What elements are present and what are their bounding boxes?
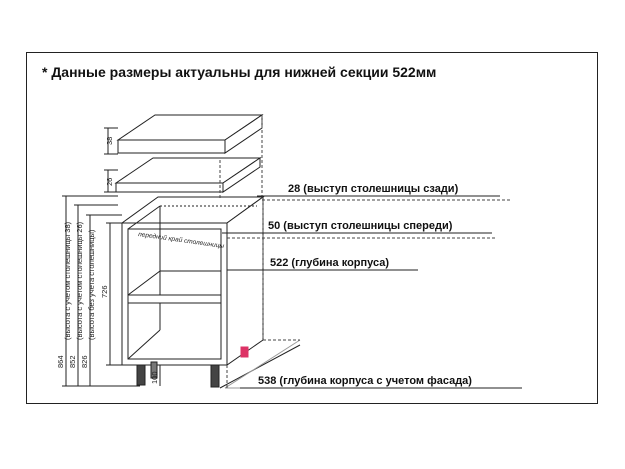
dim-726-label: 726 — [100, 285, 109, 298]
dim-26-label: 26 — [105, 178, 114, 186]
dim-back-overhang-label: 28 (выступ столешницы сзади) — [288, 183, 459, 195]
dim-864-label: 864 — [56, 355, 65, 368]
note-title: * Данные размеры актуальны для нижней се… — [42, 64, 437, 80]
dim-826-label: 826 — [80, 355, 89, 368]
dim-body-depth-label: 522 (глубина корпуса) — [270, 257, 389, 269]
dim-front-overhang-label: 50 (выступ столешницы спереди) — [268, 220, 453, 232]
countertop-38 — [116, 114, 264, 154]
dim-100-label: 100 — [150, 371, 159, 384]
diagram-frame — [26, 52, 598, 404]
dim-864-note: (высота с учетом столешницы 38) — [63, 221, 72, 340]
dim-852-label: 852 — [68, 355, 77, 368]
dim-38-label: 38 — [105, 137, 114, 145]
countertop-26 — [114, 157, 262, 193]
dim-826-note: (высота без учета столешницы) — [87, 229, 96, 340]
dim-852-note: (высота с учетом столешницы 26) — [75, 221, 84, 340]
cabinet-body — [120, 196, 265, 388]
dim-depth-facade-label: 538 (глубина корпуса с учетом фасада) — [258, 375, 472, 387]
